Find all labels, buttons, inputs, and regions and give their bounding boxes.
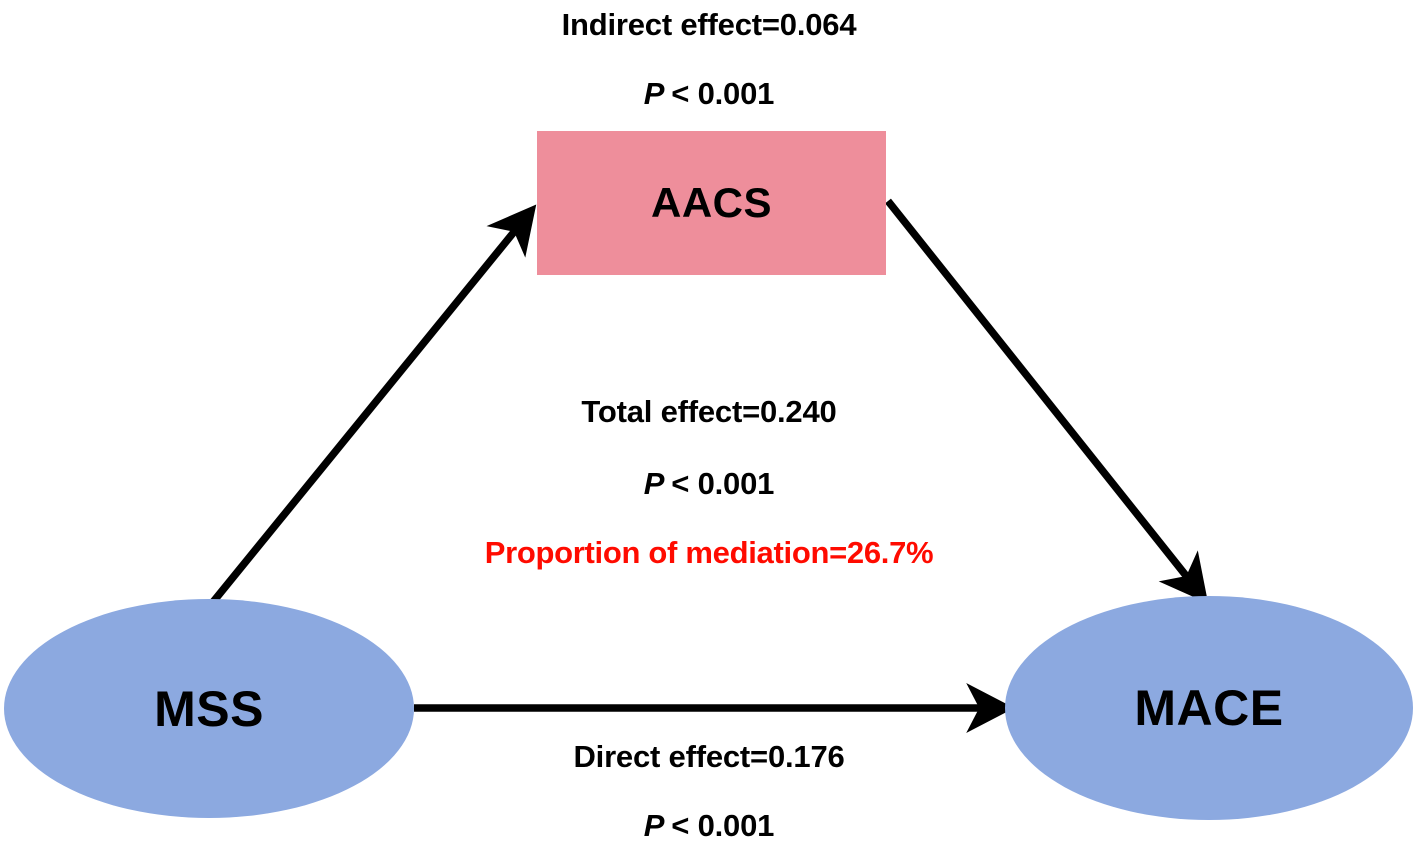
indirect-p-symbol: P — [643, 76, 665, 111]
indirect-p-annotation: P< 0.001 — [0, 78, 1418, 109]
indirect-effect-label: Indirect effect=0.064 — [561, 7, 857, 42]
node-mace[interactable]: MACE — [1005, 596, 1413, 820]
proportion-of-mediation-annotation: Proportion of mediation=26.7% — [0, 537, 1418, 568]
node-mss[interactable]: MSS — [4, 599, 414, 818]
total-effect-annotation: Total effect=0.240 — [0, 396, 1418, 427]
direct-p-value: < 0.001 — [671, 808, 775, 843]
total-p-symbol: P — [643, 466, 665, 501]
direct-p-annotation: P< 0.001 — [0, 810, 1418, 841]
indirect-p-value: < 0.001 — [671, 76, 775, 111]
total-p-value: < 0.001 — [671, 466, 775, 501]
direct-effect-label: Direct effect=0.176 — [573, 739, 845, 774]
direct-effect-annotation: Direct effect=0.176 — [0, 741, 1418, 772]
node-mss-label: MSS — [154, 680, 264, 737]
node-aacs-label: AACS — [650, 179, 772, 226]
total-effect-label: Total effect=0.240 — [581, 394, 837, 429]
indirect-effect-annotation: Indirect effect=0.064 — [0, 9, 1418, 40]
proportion-of-mediation-label: Proportion of mediation=26.7% — [484, 535, 934, 570]
total-p-annotation: P< 0.001 — [0, 468, 1418, 499]
node-aacs[interactable]: AACS — [537, 131, 886, 275]
node-mace-label: MACE — [1134, 680, 1284, 736]
direct-p-symbol: P — [643, 808, 665, 843]
